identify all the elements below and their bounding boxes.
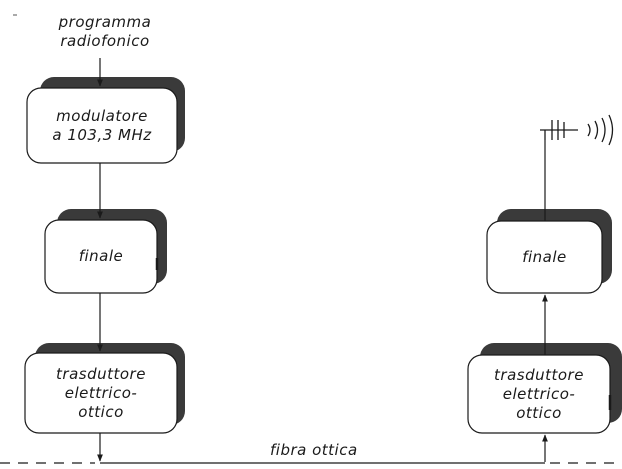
left-final-label: finale [45, 220, 157, 293]
left-transducer-line-1: trasduttore [56, 364, 146, 383]
boxes [24, 87, 611, 434]
radio-waves-icon [587, 114, 614, 146]
right-final-label: finale [487, 221, 602, 293]
right-transducer-label: trasduttore elettrico- ottico [468, 355, 610, 433]
modulator-label: modulatore a 103,3 MHz [27, 88, 177, 163]
left-transducer-line-3: ottico [78, 402, 124, 421]
left-transducer-label: trasduttore elettrico- ottico [25, 353, 177, 433]
right-transducer-box [467, 354, 611, 434]
left-transducer-line-2: elettrico- [64, 383, 138, 402]
left-final-box [44, 219, 158, 294]
antenna-icon [540, 120, 578, 140]
right-transducer-line-2: elettrico- [502, 384, 576, 403]
input-label-line-1: programma [58, 13, 152, 31]
left-final-label-text: finale [78, 247, 124, 265]
modulator-label-line-1: modulatore [56, 106, 148, 125]
connections [97, 58, 548, 462]
right-transducer-line-1: trasduttore [494, 365, 584, 384]
modulator-box [26, 87, 178, 164]
input-label: programma radiofonico [45, 10, 165, 54]
input-label-line-2: radiofonico [60, 32, 150, 50]
modulator-label-line-2: a 103,3 MHz [52, 125, 152, 144]
right-transducer-line-3: ottico [516, 403, 562, 422]
left-transducer-box [24, 352, 178, 434]
right-final-label-text: finale [522, 247, 567, 266]
fiber-label: fibra ottica [270, 441, 358, 459]
